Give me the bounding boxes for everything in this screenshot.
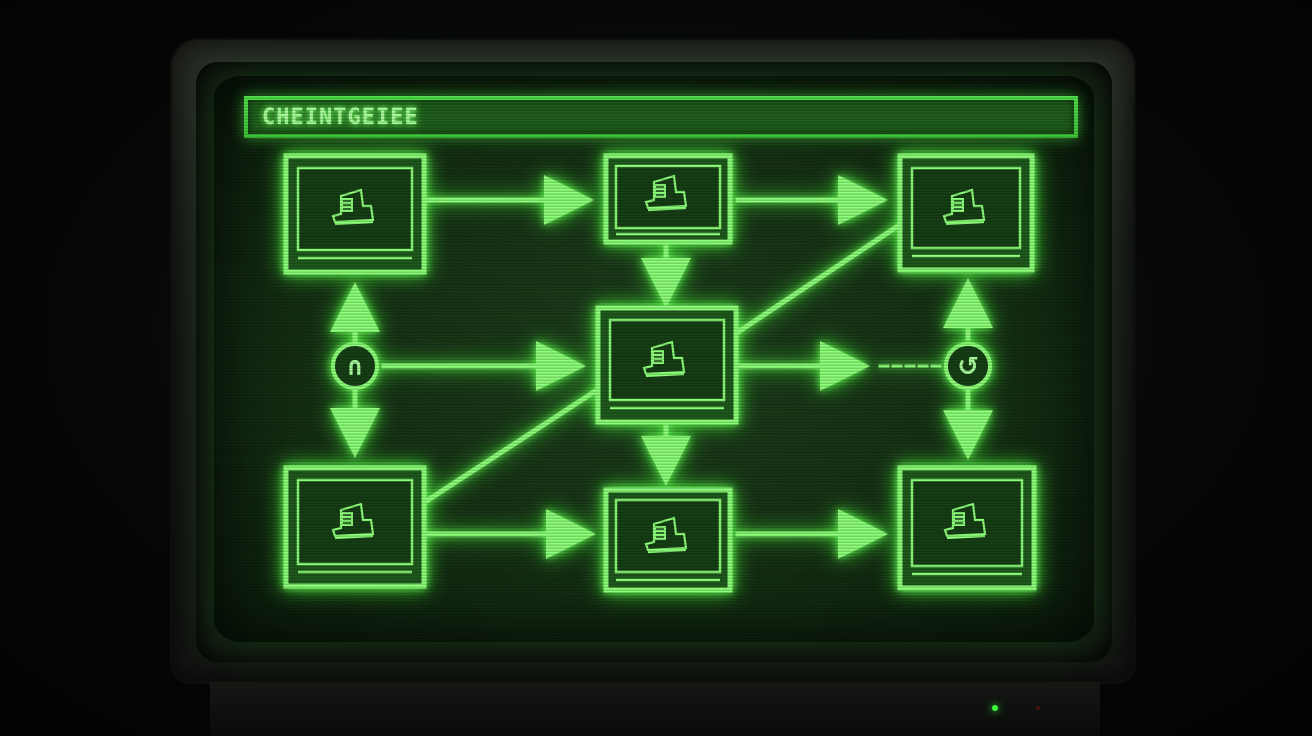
edge-center-topright: [734, 222, 902, 336]
node-center[interactable]: [595, 305, 739, 425]
title-bar-inner: CHEINTGEIEE: [248, 100, 1074, 134]
cycle-icon: ↺: [957, 352, 979, 382]
crt-screen: CHEINTGEIEE: [214, 76, 1094, 642]
monitor-base: [210, 682, 1100, 736]
junction-right[interactable]: ↺: [944, 342, 992, 390]
junction-left[interactable]: ∩: [331, 342, 379, 390]
power-led-icon: [992, 705, 998, 711]
status-led-icon: [1036, 706, 1040, 710]
node-top-mid[interactable]: [603, 153, 733, 245]
node-bottom-left[interactable]: [283, 465, 427, 589]
window-title: CHEINTGEIEE: [262, 105, 419, 130]
connections: [330, 175, 993, 559]
title-bar: CHEINTGEIEE: [244, 96, 1078, 138]
junction-left-icon: ∩: [347, 352, 363, 382]
node-top-left[interactable]: [283, 153, 427, 275]
edge-bottomleft-center: [424, 388, 598, 504]
node-bottom-right[interactable]: [897, 465, 1037, 591]
node-top-right[interactable]: [897, 153, 1035, 273]
network-diagram: ∩ ↺: [283, 153, 1037, 593]
node-bottom-mid[interactable]: [603, 487, 733, 593]
